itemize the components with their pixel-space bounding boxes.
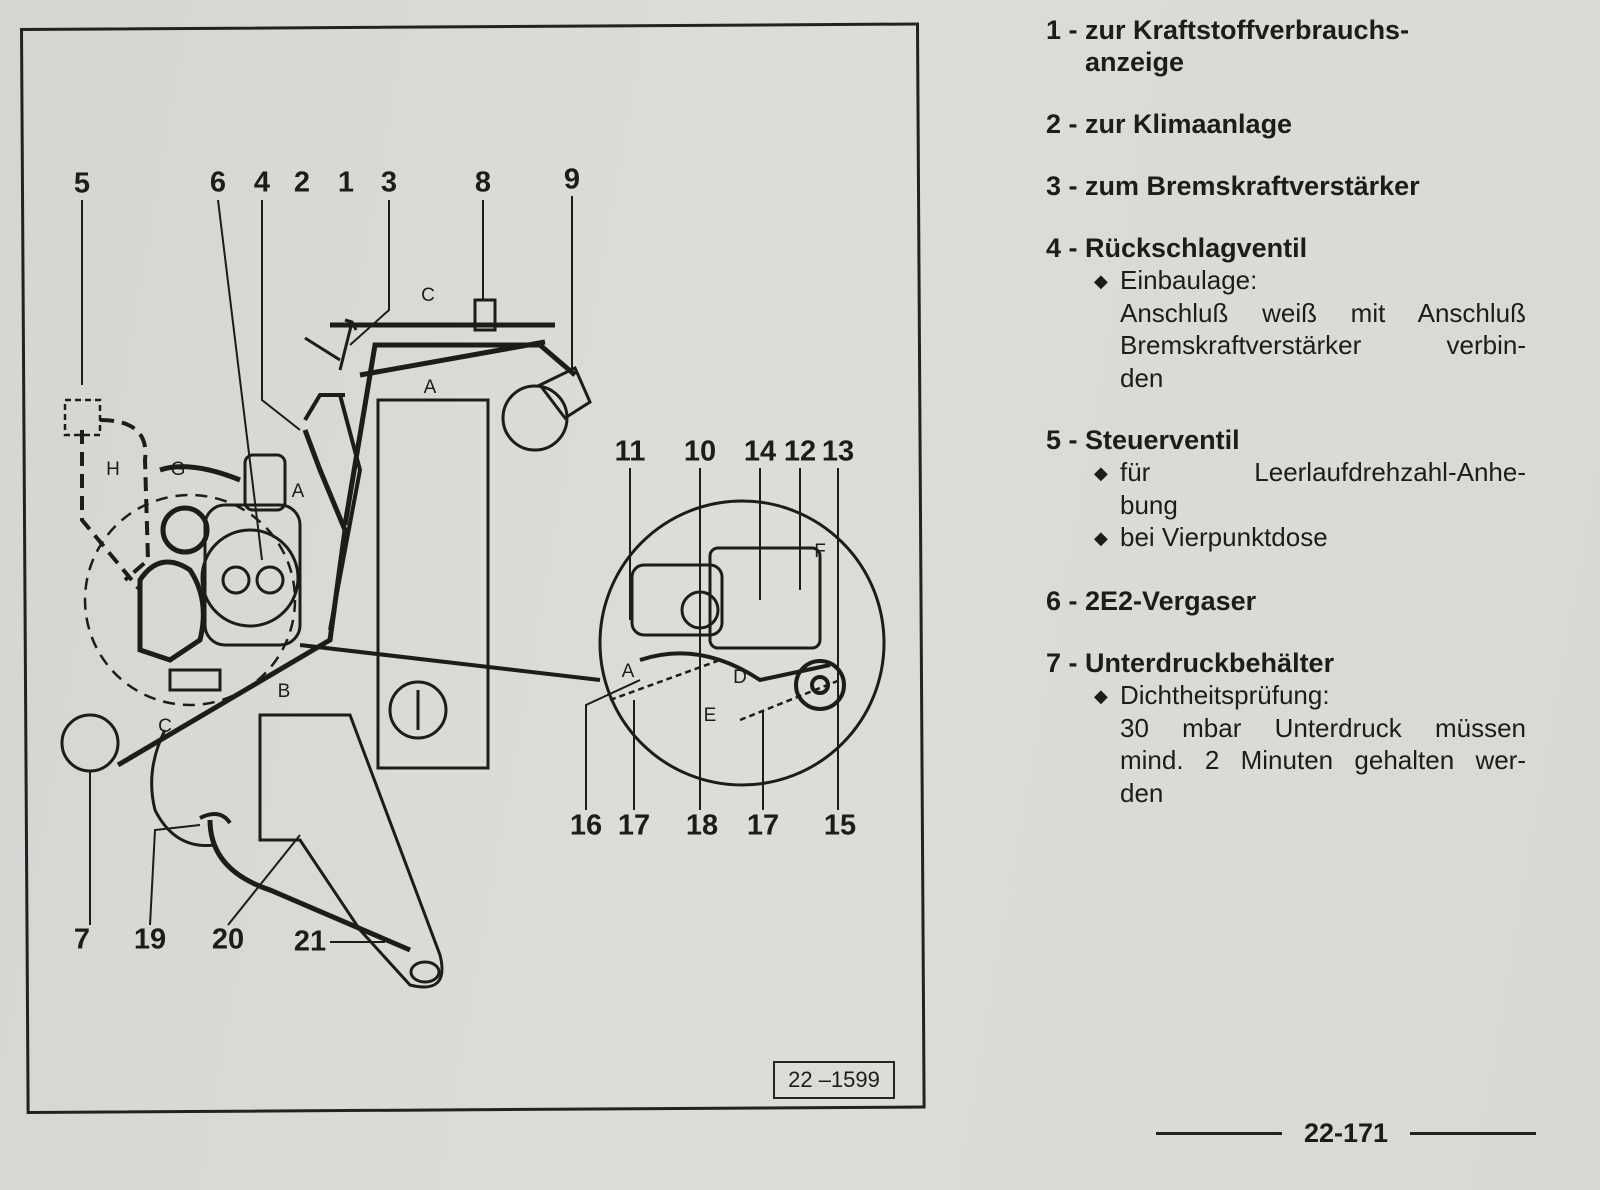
legend-item-title: 4 - Rückschlagventil	[1046, 232, 1526, 264]
legend-bullet-line: 30 mbar Unterdruck müssen	[1120, 712, 1526, 743]
legend-title-line: zur Kraftstoffverbrauchs-	[1085, 15, 1410, 45]
callout-20: 20	[211, 923, 245, 956]
legend-title-line: Rückschlagventil	[1085, 233, 1308, 263]
legend-bullet: ◆ für Leerlaufdrehzahl-Anhe-bung	[1046, 456, 1526, 521]
diamond-bullet-icon: ◆	[1094, 271, 1108, 291]
hose-letter-a2: A	[291, 481, 305, 502]
callout-3: 3	[380, 166, 398, 199]
callout-1: 1	[337, 166, 355, 199]
callout-18: 18	[685, 809, 719, 842]
legend-title-line: Steuerventil	[1085, 425, 1240, 455]
legend-item-number: 7 -	[1046, 648, 1086, 678]
air-intake-hose	[258, 713, 444, 989]
legend-bullet-line: den	[1120, 777, 1164, 808]
callout-21: 21	[293, 925, 327, 958]
legend-bullet-line: bung	[1120, 489, 1178, 520]
legend-item-title: 5 - Steuerventil	[1046, 424, 1526, 456]
hose-letter-d: D	[733, 667, 747, 688]
legend-bullet: ◆ bei Vierpunktdose	[1046, 521, 1526, 555]
callout-11: 11	[614, 435, 646, 468]
legend-item-number: 6 -	[1046, 586, 1086, 616]
legend-bullet-line: Dichtheitsprüfung:	[1120, 680, 1330, 710]
legend-title-line: zum Bremskraftverstärker	[1085, 171, 1420, 201]
callout-17b: 17	[746, 809, 780, 842]
air-duct-block	[376, 398, 490, 770]
carburetor-shape	[203, 503, 302, 647]
diamond-bullet-icon: ◆	[1094, 686, 1108, 706]
legend-bullet-line: den	[1120, 362, 1164, 393]
legend-item: 1 - zur Kraftstoffverbrauchs-anzeige	[1046, 14, 1526, 78]
legend-title-line: 2E2-Vergaser	[1085, 586, 1257, 616]
callout-12: 12	[783, 435, 817, 468]
hose-letter-g: G	[170, 459, 186, 480]
legend-item-number: 2 -	[1046, 109, 1086, 139]
legend-item-number: 1 -	[1046, 15, 1086, 45]
legend-item: 5 - Steuerventil ◆ für Leerlaufdrehzahl-An…	[1046, 424, 1526, 555]
legend-title-line: Unterdruckbehälter	[1085, 648, 1335, 678]
diamond-bullet-icon: ◆	[1094, 528, 1108, 548]
callout-2: 2	[293, 166, 311, 199]
legend-bullet-line: für Leerlaufdrehzahl-Anhe-	[1120, 457, 1526, 487]
legend-item-title: 2 - zur Klimaanlage	[1046, 108, 1526, 140]
legend-item-title: 1 - zur Kraftstoffverbrauchs-anzeige	[1046, 14, 1526, 78]
legend-bullet-line: Bremskraftverstärker verbin-	[1120, 330, 1526, 360]
hose-letter-a3: A	[621, 661, 635, 682]
legend-title-line: zur Klimaanlage	[1085, 109, 1293, 139]
legend-item-title: 6 - 2E2-Vergaser	[1046, 585, 1526, 617]
callout-5: 5	[73, 167, 91, 200]
callout-17: 17	[617, 809, 651, 842]
callout-6: 6	[209, 166, 227, 199]
callout-19: 19	[133, 923, 167, 956]
hose-letter-e: E	[703, 705, 717, 726]
legend-item-number: 5 -	[1046, 425, 1086, 455]
footer-rule-left	[1156, 1132, 1282, 1135]
legend-item: 4 - Rückschlagventil ◆ Einbaulage:Anschluß…	[1046, 232, 1526, 394]
page-number: 22-171	[1303, 1118, 1389, 1148]
page-footer: 22-171	[1156, 1118, 1537, 1149]
legend-item-title: 3 - zum Bremskraftverstärker	[1046, 170, 1526, 202]
legend-item: 2 - zur Klimaanlage	[1046, 108, 1526, 140]
legend-item: 7 - Unterdruckbehälter ◆ Dichtheitsprüfung…	[1046, 647, 1526, 809]
parts-legend: 1 - zur Kraftstoffverbrauchs-anzeige 2 - …	[1046, 14, 1526, 839]
hose-letter-h: H	[106, 459, 120, 480]
callout-9: 9	[563, 163, 581, 196]
callout-16: 16	[569, 809, 603, 842]
hose-letter-f: F	[814, 541, 826, 562]
legend-bullet-line: mind. 2 Minuten gehalten wer-	[1120, 745, 1526, 775]
callout-14: 14	[743, 435, 777, 468]
legend-bullet: ◆ Dichtheitsprüfung:30 mbar Unterdruck mü…	[1046, 679, 1526, 809]
vacuum-reservoir-shape	[60, 713, 120, 773]
legend-bullet-line: Einbaulage:	[1120, 265, 1258, 295]
legend-item: 3 - zum Bremskraftverstärker	[1046, 170, 1526, 202]
callout-10: 10	[683, 435, 717, 468]
detail-inset-circle	[598, 499, 886, 787]
hose-letter-c: C	[421, 285, 435, 306]
callout-4: 4	[253, 166, 271, 199]
legend-item: 6 - 2E2-Vergaser	[1046, 585, 1526, 617]
legend-item-title: 7 - Unterdruckbehälter	[1046, 647, 1526, 679]
legend-item-number: 4 -	[1046, 233, 1086, 263]
callout-7: 7	[73, 923, 91, 956]
callout-15: 15	[823, 809, 857, 842]
hose-letter-a: A	[423, 377, 437, 398]
diamond-bullet-icon: ◆	[1094, 463, 1108, 483]
figure-id-label: 22 –1599	[773, 1061, 895, 1099]
legend-bullet-line: bei Vierpunktdose	[1120, 522, 1328, 552]
footer-rule-right	[1410, 1132, 1537, 1135]
callout-8: 8	[474, 166, 492, 199]
hose-letter-c2: C	[158, 716, 172, 737]
hose-letter-b: B	[277, 681, 291, 702]
legend-bullet-line: Anschluß weiß mit Anschluß	[1120, 297, 1526, 328]
legend-title-line: anzeige	[1085, 47, 1185, 77]
callout-13: 13	[821, 435, 855, 468]
legend-item-number: 3 -	[1046, 171, 1086, 201]
